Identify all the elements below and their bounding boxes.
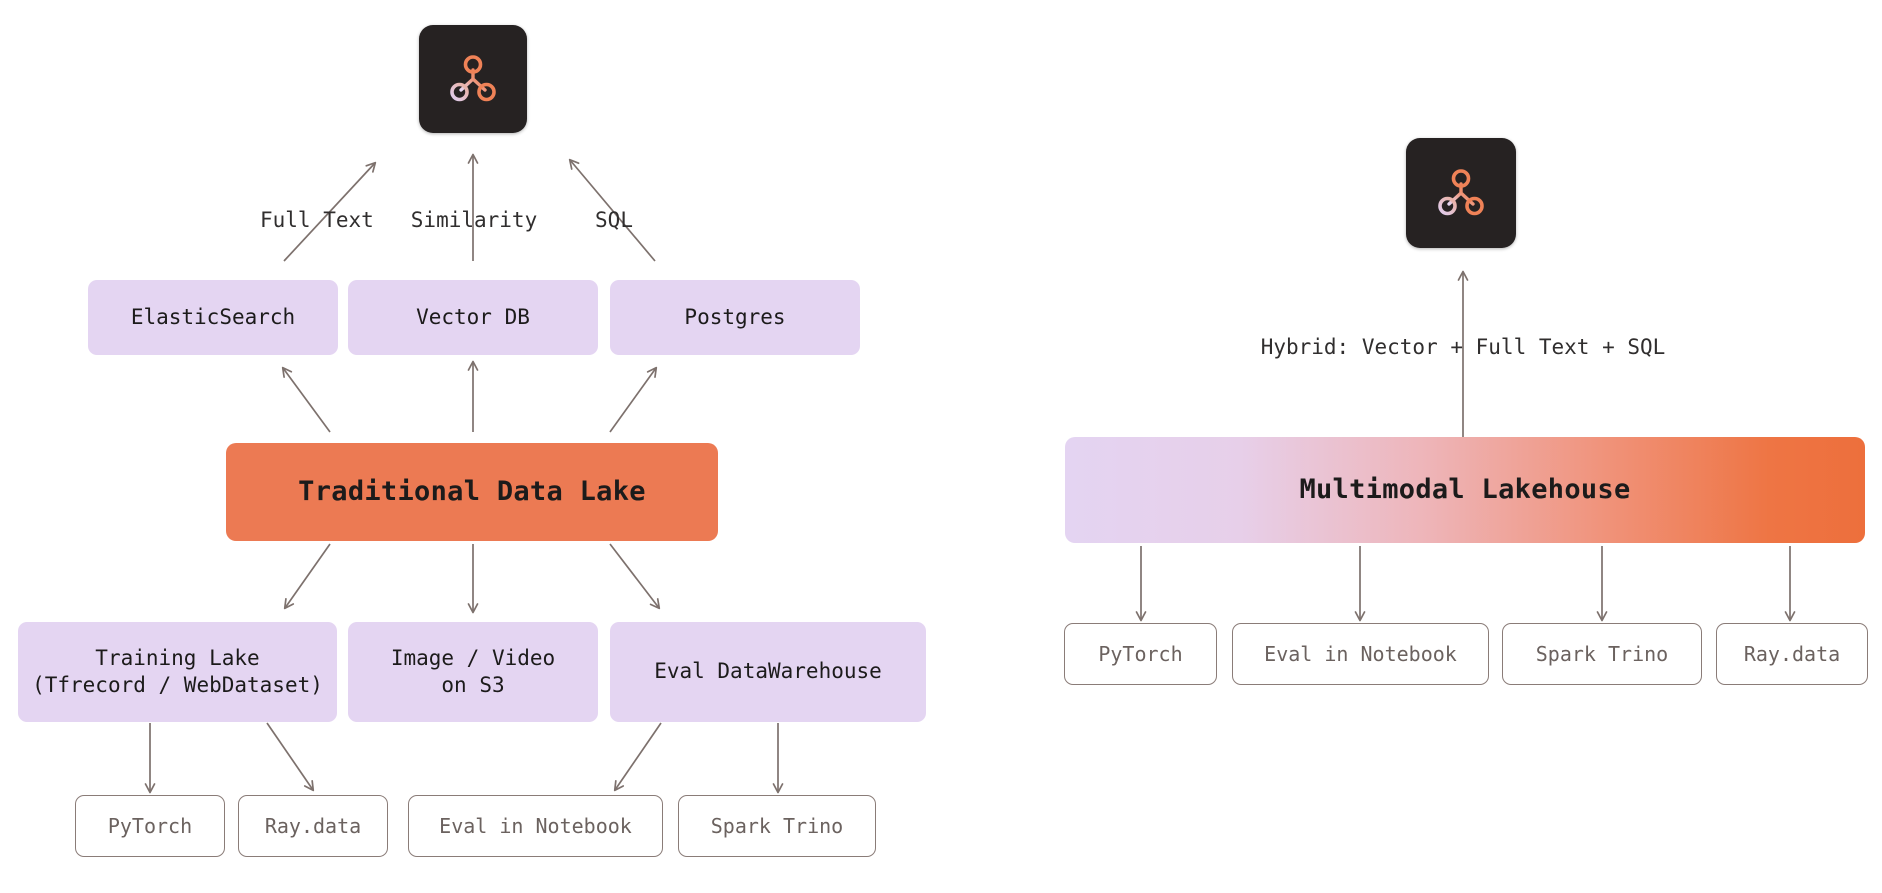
arrow-lake-to-eval-dwh bbox=[609, 543, 661, 610]
node-left-eval-in-notebook[interactable]: Eval in Notebook bbox=[408, 795, 663, 857]
node-right-pytorch[interactable]: PyTorch bbox=[1064, 623, 1217, 685]
graph-nodes-icon bbox=[450, 55, 496, 102]
node-eval-datawarehouse[interactable]: Eval DataWarehouse bbox=[610, 622, 926, 722]
edge-label-sql: SQL bbox=[595, 208, 633, 232]
node-traditional-data-lake[interactable]: Traditional Data Lake bbox=[226, 443, 718, 541]
node-right-eval-in-notebook[interactable]: Eval in Notebook bbox=[1232, 623, 1489, 685]
node-right-ray-data[interactable]: Ray.data bbox=[1716, 623, 1868, 685]
arrow-training-lake-to-raydata bbox=[266, 722, 315, 792]
brand-logo-left bbox=[419, 25, 527, 133]
brand-logo-right bbox=[1406, 138, 1516, 248]
edge-label-hybrid: Hybrid: Vector + Full Text + SQL bbox=[1260, 335, 1666, 359]
node-multimodal-lakehouse[interactable]: Multimodal Lakehouse bbox=[1065, 437, 1865, 543]
node-right-spark-trino[interactable]: Spark Trino bbox=[1502, 623, 1702, 685]
edge-label-similarity: Similarity bbox=[410, 208, 538, 232]
node-training-lake[interactable]: Training Lake (Tfrecord / WebDataset) bbox=[18, 622, 337, 722]
node-left-ray-data[interactable]: Ray.data bbox=[238, 795, 388, 857]
node-vector-db[interactable]: Vector DB bbox=[348, 280, 598, 355]
arrow-lake-to-postgres bbox=[609, 366, 658, 433]
node-postgres[interactable]: Postgres bbox=[610, 280, 860, 355]
arrow-lake-to-elasticsearch bbox=[281, 366, 331, 433]
arrow-lake-to-training-lake bbox=[283, 543, 331, 610]
node-elasticsearch[interactable]: ElasticSearch bbox=[88, 280, 338, 355]
arrow-eval-dwh-to-eval-notebook bbox=[613, 722, 662, 792]
edge-label-full-text: Full Text bbox=[260, 208, 374, 232]
node-left-spark-trino[interactable]: Spark Trino bbox=[678, 795, 876, 857]
node-left-pytorch[interactable]: PyTorch bbox=[75, 795, 225, 857]
node-image-video-on-s3[interactable]: Image / Video on S3 bbox=[348, 622, 598, 722]
graph-nodes-icon bbox=[1438, 169, 1484, 216]
